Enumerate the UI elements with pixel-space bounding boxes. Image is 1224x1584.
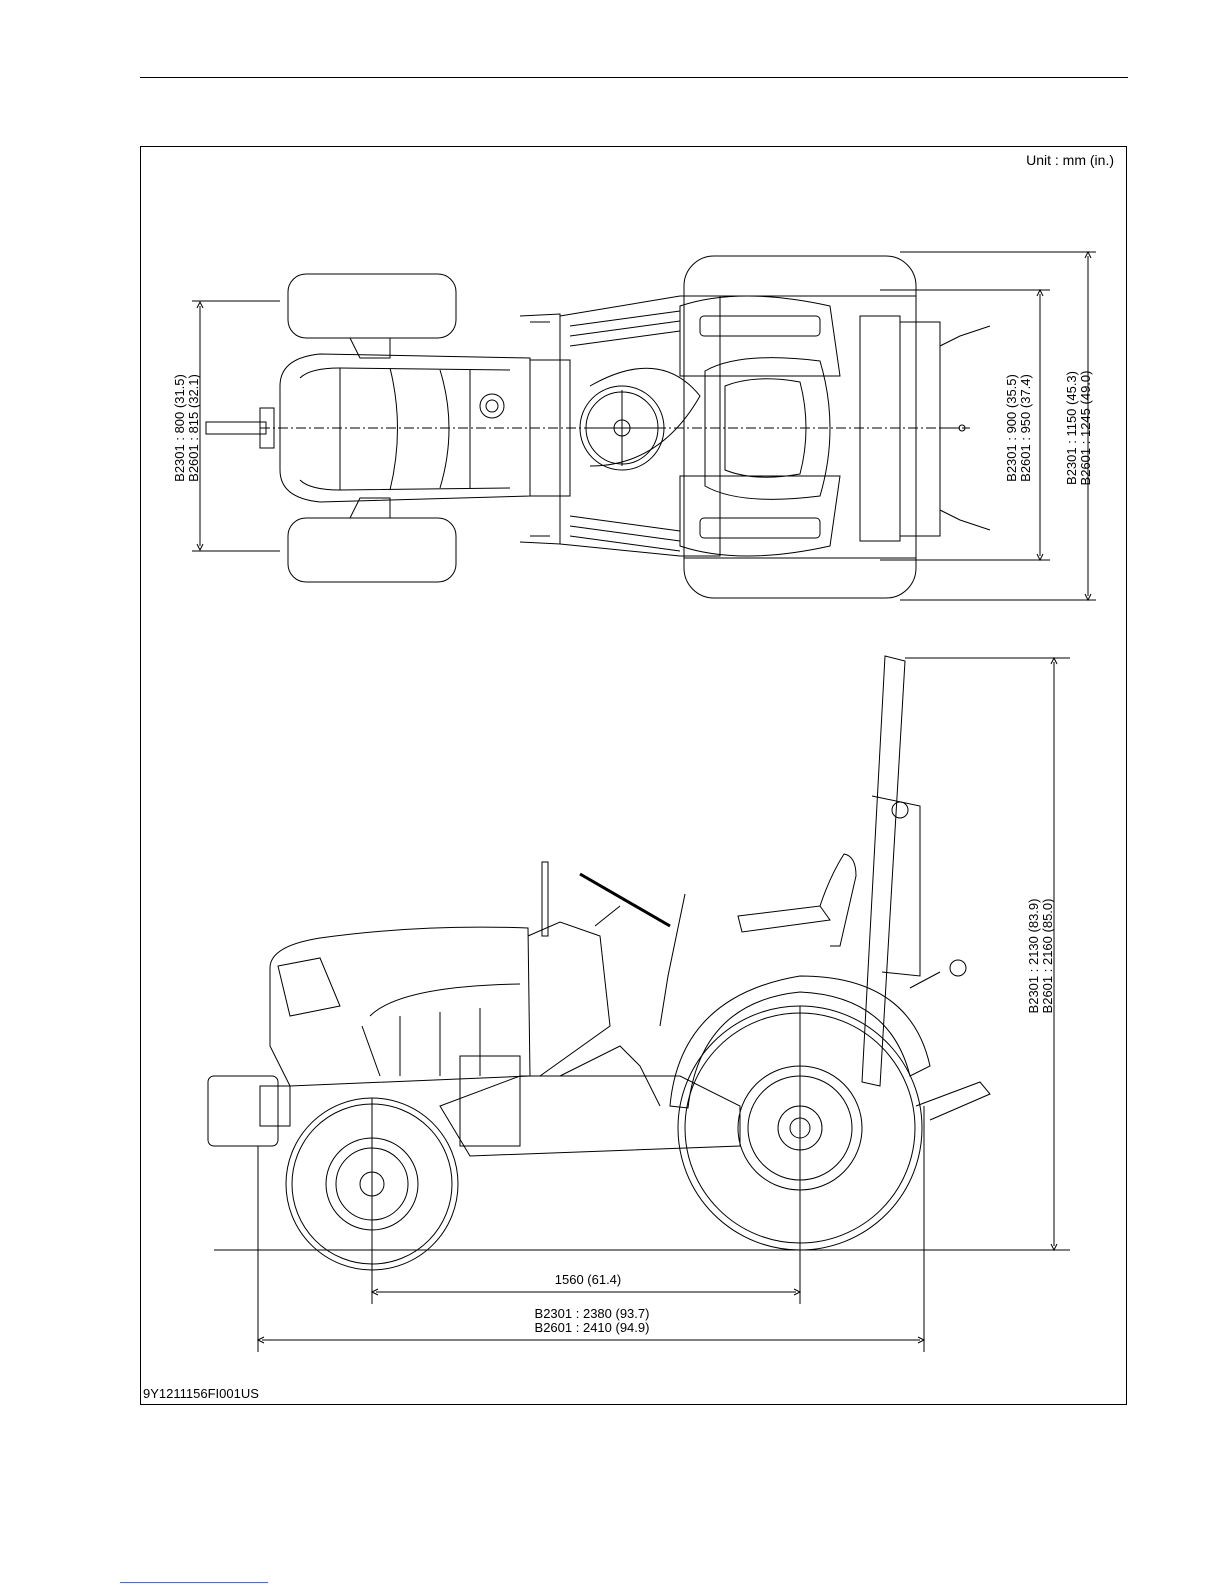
front-left-tire — [288, 274, 456, 338]
tractor-top-view — [206, 256, 990, 598]
overall-width-label-1: B2301 : 1150 (45.3) — [1064, 371, 1079, 485]
front-right-tire — [288, 518, 456, 582]
header-rule — [140, 77, 1128, 78]
rear-tires-outline — [684, 256, 916, 598]
rops-frame — [862, 656, 905, 1086]
footer-link-line — [120, 1582, 268, 1583]
overall-length-label-1: B2301 : 2380 (93.7) — [535, 1306, 650, 1321]
side-view-dimensions — [214, 658, 1070, 1352]
seat-side — [738, 906, 830, 932]
overall-width-label-2: B2601 : 1245 (49.0) — [1078, 371, 1093, 486]
overall-height-label-1: B2301 : 2130 (83.9) — [1026, 899, 1041, 1014]
front-tread-label-2: B2601 : 815 (32.1) — [186, 374, 201, 482]
rear-tread-label-1: B2301 : 900 (35.5) — [1004, 374, 1019, 482]
rear-tread-label-2: B2601 : 950 (37.4) — [1018, 374, 1033, 482]
wheelbase-label: 1560 (61.4) — [555, 1272, 622, 1287]
overall-height-label-2: B2601 : 2160 (85.0) — [1040, 899, 1055, 1014]
overall-length-label-2: B2601 : 2410 (94.9) — [535, 1320, 650, 1335]
tractor-side-view — [208, 656, 990, 1270]
tractor-dimension-drawing: B2301 : 800 (31.5) B2601 : 815 (32.1) B2… — [140, 146, 1127, 1405]
front-tread-label-1: B2301 : 800 (31.5) — [172, 374, 187, 482]
